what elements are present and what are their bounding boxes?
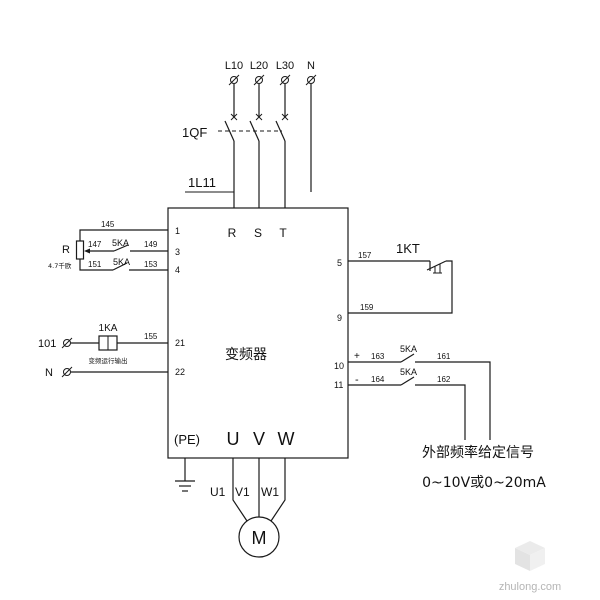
- wire-161: [415, 361, 491, 440]
- wire-162: [415, 384, 466, 440]
- wire-label-159: 159: [360, 303, 374, 312]
- analog-plus-label: +: [354, 351, 360, 362]
- supply-terminal-n: [305, 74, 317, 86]
- wire-label-145: 145: [101, 220, 115, 229]
- inverter-input-t: T: [279, 226, 287, 240]
- potentiometer-label: R: [62, 244, 70, 256]
- control-terminal-101-label: 101: [38, 338, 56, 350]
- breaker-pole-l1: [224, 84, 238, 208]
- potentiometer-wiper-arrow: [84, 248, 90, 254]
- wire-label-153: 153: [144, 260, 158, 269]
- motor-terminal-u1: U1: [210, 485, 226, 499]
- motor-terminal-w1: W1: [261, 485, 279, 499]
- contact-5ka-d-label: 5KA: [400, 367, 417, 377]
- wire-label-162: 162: [437, 375, 451, 384]
- supply-label-l10: L10: [225, 60, 243, 72]
- inverter-output-u: U: [227, 429, 240, 449]
- motor-label: M: [252, 528, 267, 548]
- contact-5ka-b-label: 5KA: [113, 257, 130, 267]
- inverter-terminal-3: 3: [175, 247, 180, 257]
- inverter-name: 变频器: [225, 347, 267, 363]
- watermark-logo-icon: [515, 541, 545, 571]
- motor-wire-u1: [232, 458, 248, 522]
- wire-label-147: 147: [88, 240, 102, 249]
- contact-5ka-a-label: 5KA: [112, 238, 129, 248]
- breaker-pole-l3: [275, 84, 289, 208]
- inverter-terminal-10: 10: [334, 361, 344, 371]
- wire-label-149: 149: [144, 240, 158, 249]
- contact-5ka-a-blade: [113, 244, 129, 252]
- wire-label-161: 161: [437, 352, 451, 361]
- inverter-terminal-22: 22: [175, 367, 185, 377]
- wire-151: [79, 259, 113, 271]
- relay-1ka-label: 1KA: [99, 323, 118, 334]
- supply-label-l20: L20: [250, 60, 268, 72]
- wire-label-163: 163: [371, 352, 385, 361]
- inverter-earth-label: (PE): [174, 432, 200, 447]
- inverter-terminal-5: 5: [337, 258, 342, 268]
- external-signal-title: 外部频率给定信号: [422, 444, 534, 461]
- wire-label-151: 151: [88, 260, 102, 269]
- inverter-terminal-9: 9: [337, 313, 342, 323]
- motor-icon: [238, 516, 280, 558]
- contact-5ka-c-blade: [400, 353, 415, 363]
- relay-1ka-note: 变频运行输出: [89, 356, 128, 365]
- breaker-label: 1QF: [182, 125, 207, 140]
- control-terminal-n-label: N: [45, 367, 53, 379]
- supply-terminal-l10: [228, 74, 240, 86]
- supply-terminal-l20: [253, 74, 265, 86]
- contact-5ka-b-blade: [112, 262, 128, 271]
- contact-5ka-d-blade: [400, 376, 415, 386]
- inverter-terminal-4: 4: [175, 265, 180, 275]
- wire-label-164: 164: [371, 375, 385, 384]
- wire-159: [348, 260, 453, 314]
- supply-label-n: N: [307, 60, 315, 72]
- wire-label-155: 155: [144, 332, 158, 341]
- inverter-terminal-21: 21: [175, 338, 185, 348]
- inverter-output-v: V: [253, 429, 265, 449]
- motor-terminal-v1: V1: [235, 485, 250, 499]
- supply-label-l30: L30: [276, 60, 294, 72]
- timer-1kt-contact: [426, 260, 447, 274]
- ground-icon: [175, 458, 195, 492]
- wire-label-157: 157: [358, 251, 372, 260]
- cable-label: 1L11: [188, 175, 216, 190]
- analog-minus-label: -: [355, 374, 359, 386]
- contact-5ka-c-label: 5KA: [400, 344, 417, 354]
- inverter-input-s: S: [254, 226, 262, 240]
- control-terminal-n: [61, 366, 73, 378]
- motor-wire-w1: [270, 458, 286, 522]
- inverter-terminal-11: 11: [334, 380, 343, 390]
- timer-1kt-label: 1KT: [396, 241, 420, 256]
- inverter-terminal-1: 1: [175, 226, 180, 236]
- inverter-output-w: W: [278, 429, 295, 449]
- inverter-input-r: R: [228, 226, 237, 240]
- wire-145: [79, 229, 168, 241]
- supply-terminal-l30: [279, 74, 291, 86]
- inverter-box: [167, 207, 349, 459]
- control-terminal-101: [61, 337, 73, 349]
- potentiometer-value: 4.7千欧: [48, 261, 72, 270]
- external-signal-range: 0~10V或0~20mA: [422, 475, 546, 491]
- watermark-text: zhulong.com: [499, 581, 561, 593]
